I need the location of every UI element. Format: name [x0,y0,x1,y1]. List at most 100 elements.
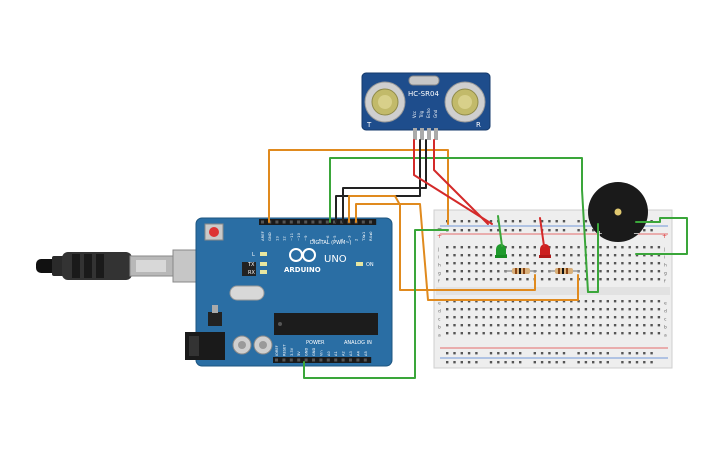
breadboard-rail-hole[interactable] [599,361,602,364]
header-pin-hole[interactable] [369,220,372,224]
breadboard-hole[interactable] [635,262,639,265]
breadboard-hole[interactable] [555,254,558,257]
breadboard-hole[interactable] [467,332,471,335]
header-pin-hole[interactable] [297,358,301,362]
breadboard-hole[interactable] [453,262,456,265]
breadboard-hole[interactable] [643,308,646,311]
breadboard-hole[interactable] [453,300,456,303]
breadboard-rail-hole[interactable] [555,229,558,232]
breadboard-hole[interactable] [533,308,536,311]
breadboard-rail-hole[interactable] [453,220,456,223]
breadboard-hole[interactable] [489,262,493,265]
breadboard-hole[interactable] [599,332,602,335]
breadboard-hole[interactable] [446,332,449,335]
breadboard-hole[interactable] [628,278,631,281]
breadboard-hole[interactable] [635,300,639,303]
breadboard-hole[interactable] [533,254,536,257]
breadboard-hole[interactable] [657,270,661,273]
breadboard-rail-hole[interactable] [650,361,653,364]
breadboard-rail-hole[interactable] [577,229,580,232]
breadboard-hole[interactable] [584,308,588,311]
breadboard-hole[interactable] [475,300,478,303]
header-pin-hole[interactable] [261,220,264,224]
breadboard-hole[interactable] [613,300,617,303]
breadboard-hole[interactable] [562,262,566,265]
breadboard-hole[interactable] [475,308,478,311]
breadboard-hole[interactable] [657,278,661,281]
breadboard-hole[interactable] [453,324,456,327]
breadboard-hole[interactable] [533,324,536,327]
breadboard-hole[interactable] [562,278,566,281]
breadboard-rail-hole[interactable] [562,361,566,364]
breadboard-hole[interactable] [650,316,653,319]
breadboard-hole[interactable] [621,300,624,303]
breadboard-hole[interactable] [657,262,661,265]
breadboard-hole[interactable] [519,278,522,281]
breadboard-hole[interactable] [657,332,661,335]
breadboard-hole[interactable] [526,254,529,257]
breadboard-rail-hole[interactable] [504,361,507,364]
breadboard-hole[interactable] [519,262,522,265]
breadboard-hole[interactable] [475,278,478,281]
breadboard-hole[interactable] [497,270,500,273]
breadboard-hole[interactable] [460,324,463,327]
breadboard-hole[interactable] [584,316,588,319]
header-pin-hole[interactable] [318,220,322,224]
breadboard-hole[interactable] [577,332,580,335]
breadboard-hole[interactable] [482,270,485,273]
breadboard-hole[interactable] [562,324,566,327]
breadboard-hole[interactable] [592,278,595,281]
breadboard-rail-hole[interactable] [577,352,580,355]
breadboard-hole[interactable] [460,278,463,281]
breadboard-hole[interactable] [504,262,507,265]
breadboard-rail-hole[interactable] [584,229,588,232]
header-pin-hole[interactable] [275,358,278,362]
breadboard-rail-hole[interactable] [446,361,449,364]
breadboard-hole[interactable] [628,300,631,303]
breadboard-rail-hole[interactable] [599,352,602,355]
breadboard-hole[interactable] [577,316,580,319]
breadboard-rail-hole[interactable] [562,229,566,232]
breadboard-hole[interactable] [519,254,522,257]
breadboard-hole[interactable] [497,308,500,311]
breadboard-rail-hole[interactable] [643,229,646,232]
breadboard-rail-hole[interactable] [592,352,595,355]
breadboard-hole[interactable] [599,300,602,303]
breadboard-hole[interactable] [446,316,449,319]
breadboard-hole[interactable] [446,300,449,303]
breadboard-hole[interactable] [453,278,456,281]
breadboard-rail-hole[interactable] [497,229,500,232]
breadboard-hole[interactable] [606,332,609,335]
breadboard-rail-hole[interactable] [540,220,544,223]
breadboard-hole[interactable] [482,278,485,281]
breadboard-hole[interactable] [643,332,646,335]
breadboard-rail-hole[interactable] [497,352,500,355]
breadboard-hole[interactable] [621,324,624,327]
breadboard-hole[interactable] [511,332,515,335]
header-pin-hole[interactable] [356,358,360,362]
breadboard-hole[interactable] [548,262,551,265]
breadboard-rail-hole[interactable] [467,229,471,232]
breadboard-hole[interactable] [562,308,566,311]
header-pin-hole[interactable] [304,220,308,224]
breadboard-hole[interactable] [519,308,522,311]
breadboard-hole[interactable] [511,254,515,257]
breadboard-hole[interactable] [570,332,573,335]
breadboard-rail-hole[interactable] [533,220,536,223]
breadboard-hole[interactable] [643,254,646,257]
breadboard-hole[interactable] [475,324,478,327]
breadboard-hole[interactable] [570,308,573,311]
breadboard-rail-hole[interactable] [606,352,609,355]
breadboard-hole[interactable] [657,254,661,257]
breadboard-hole[interactable] [504,308,507,311]
header-pin-hole[interactable] [282,358,286,362]
breadboard-hole[interactable] [606,316,609,319]
breadboard-hole[interactable] [497,300,500,303]
breadboard-hole[interactable] [540,308,544,311]
breadboard-hole[interactable] [475,270,478,273]
breadboard-rail-hole[interactable] [460,361,463,364]
breadboard-hole[interactable] [628,246,631,249]
breadboard-hole[interactable] [453,316,456,319]
breadboard-hole[interactable] [613,324,617,327]
breadboard-hole[interactable] [533,332,536,335]
